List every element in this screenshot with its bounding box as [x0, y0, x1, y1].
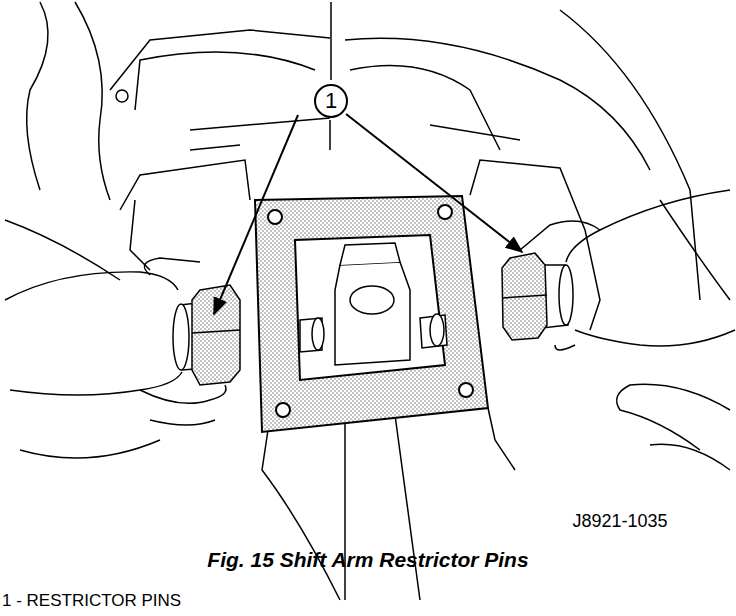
shift-tower	[262, 408, 515, 600]
hands	[5, 190, 735, 470]
leader-arrows	[214, 114, 522, 314]
restrictor-pin-right	[502, 253, 573, 340]
gasket	[255, 196, 488, 432]
key-line: 1 - RESTRICTOR PINS	[2, 591, 181, 611]
restrictor-pin-left	[173, 285, 240, 385]
callout-circle: 1	[314, 84, 348, 118]
callout-number: 1	[325, 90, 337, 112]
shift-arm	[300, 243, 447, 365]
figure-caption: Fig. 15 Shift Arm Restrictor Pins	[207, 548, 528, 572]
figure-code: J8921-1035	[572, 511, 667, 532]
